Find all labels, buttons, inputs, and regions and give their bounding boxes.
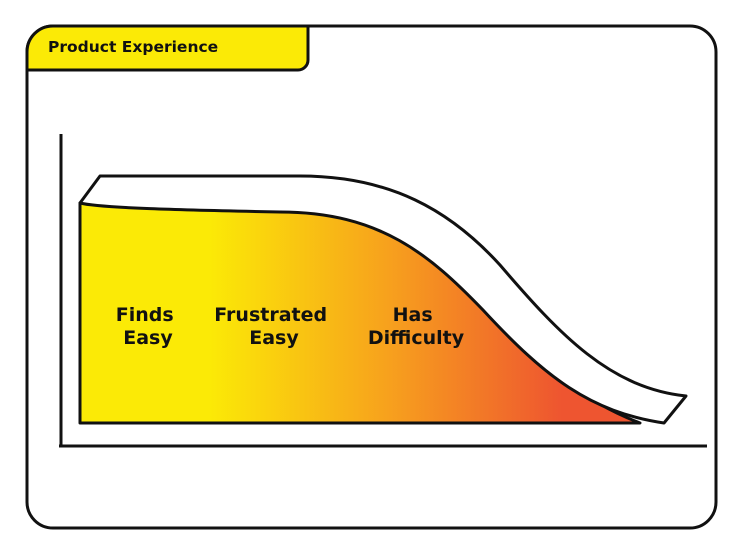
experience-curve-band bbox=[78, 174, 688, 425]
segment-label-frustrated-easy: Frustrated Easy bbox=[214, 304, 333, 349]
segment-label-finds-easy: Finds Easy bbox=[116, 304, 181, 349]
segment-label-has-difficulty-line1: Has bbox=[393, 304, 433, 326]
segment-label-frustrated-easy-line1: Frustrated bbox=[214, 304, 327, 326]
header-tab bbox=[25, 24, 310, 72]
segment-label-has-difficulty-line2: Difficulty bbox=[368, 327, 465, 349]
segment-label-finds-easy-line1: Finds bbox=[116, 304, 174, 326]
segment-label-frustrated-easy-line2: Easy bbox=[249, 327, 299, 349]
header-title: Product Experience bbox=[48, 38, 218, 56]
segment-label-finds-easy-line2: Easy bbox=[123, 327, 173, 349]
segment-label-has-difficulty: Has Difficulty bbox=[368, 304, 465, 349]
